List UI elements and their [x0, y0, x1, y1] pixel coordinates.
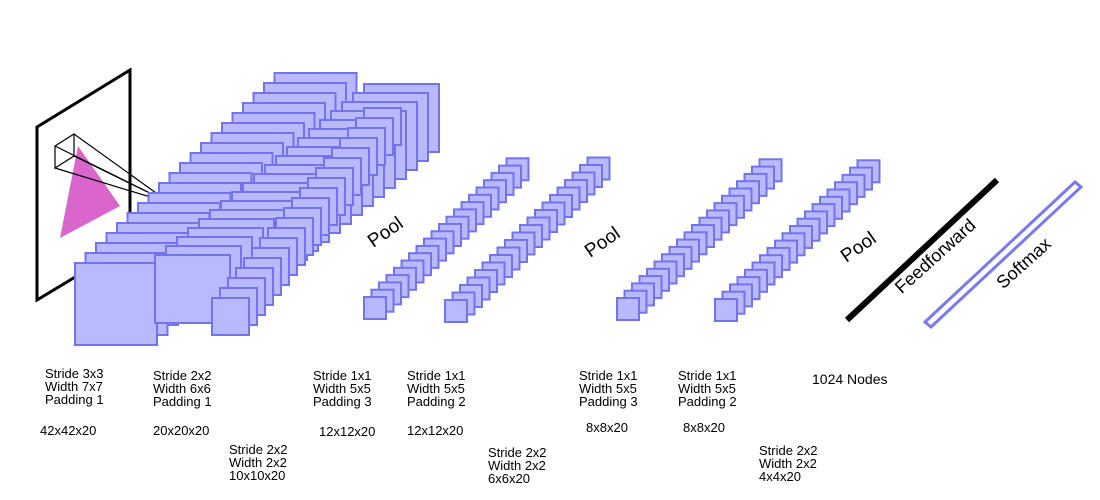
conv3-caption: Stride 1x1 Width 5x5 Padding 3 — [313, 369, 372, 408]
conv2-size: 20x20x20 — [153, 423, 210, 438]
conv4-stack — [444, 156, 611, 323]
conv3-width: Width 5x5 — [313, 381, 371, 396]
conv4-stride: Stride 1x1 — [407, 368, 466, 383]
pool3-stride: Stride 2x2 — [759, 443, 818, 458]
conv2-caption: Stride 2x2 Width 6x6 Padding 1 — [153, 369, 212, 408]
dense-caption: 1024 Nodes — [812, 371, 888, 387]
feature-map-stacks — [74, 72, 881, 346]
feature-map — [211, 297, 250, 336]
pool2-caption: Stride 2x2 Width 2x2 6x6x20 — [488, 446, 547, 485]
conv4-size: 12x12x20 — [407, 423, 464, 438]
softmax-layer — [922, 180, 1084, 329]
conv5-padding: Padding 3 — [579, 394, 638, 409]
feature-map — [363, 296, 387, 320]
conv4-caption: Stride 1x1 Width 5x5 Padding 2 — [407, 369, 466, 408]
conv5-caption: Stride 1x1 Width 5x5 Padding 3 — [579, 369, 638, 408]
pool2-stride: Stride 2x2 — [488, 445, 547, 460]
pool1-size: 10x10x20 — [229, 468, 286, 483]
feature-map — [616, 297, 640, 321]
input-triangle — [60, 146, 120, 238]
feature-map — [444, 299, 468, 323]
conv3-stride: Stride 1x1 — [313, 368, 372, 383]
conv2-width: Width 6x6 — [153, 381, 211, 396]
conv6-padding: Padding 2 — [678, 394, 737, 409]
pool1-caption: Stride 2x2 Width 2x2 10x10x20 — [229, 443, 288, 482]
conv2-padding: Padding 1 — [153, 394, 212, 409]
conv1-padding: Padding 1 — [45, 392, 104, 407]
conv2-stack — [211, 107, 402, 336]
conv1-caption: Stride 3x3 Width 7x7 Padding 1 — [45, 367, 104, 406]
conv5-stack — [616, 158, 783, 321]
conv6-width: Width 5x5 — [678, 381, 736, 396]
conv2-stride: Stride 2x2 — [153, 368, 212, 383]
pool3-width: Width 2x2 — [759, 456, 817, 471]
conv6-caption: Stride 1x1 Width 5x5 Padding 2 — [678, 369, 737, 408]
conv5-stride: Stride 1x1 — [579, 368, 638, 383]
conv6-stride: Stride 1x1 — [678, 368, 737, 383]
feature-map — [74, 262, 158, 346]
pool2-size: 6x6x20 — [488, 471, 530, 486]
conv1-width: Width 7x7 — [45, 379, 103, 394]
conv4-padding: Padding 2 — [407, 394, 466, 409]
feature-map — [714, 298, 738, 322]
conv1-stride: Stride 3x3 — [45, 366, 104, 381]
conv3-stack — [363, 157, 530, 320]
conv3-size: 12x12x20 — [319, 424, 376, 439]
pool1-stride: Stride 2x2 — [229, 442, 288, 457]
conv5-width: Width 5x5 — [579, 381, 637, 396]
pool2-width: Width 2x2 — [488, 458, 546, 473]
pool3-size: 4x4x20 — [759, 469, 801, 484]
feedforward-layer — [844, 177, 1000, 323]
pool3-caption: Stride 2x2 Width 2x2 4x4x20 — [759, 444, 818, 483]
conv6-size: 8x8x20 — [683, 420, 725, 435]
conv1-size: 42x42x20 — [40, 423, 97, 438]
conv6-stack — [714, 159, 881, 322]
conv3-padding: Padding 3 — [313, 394, 372, 409]
pool1-width: Width 2x2 — [229, 455, 287, 470]
conv5-size: 8x8x20 — [586, 420, 628, 435]
conv4-width: Width 5x5 — [407, 381, 465, 396]
